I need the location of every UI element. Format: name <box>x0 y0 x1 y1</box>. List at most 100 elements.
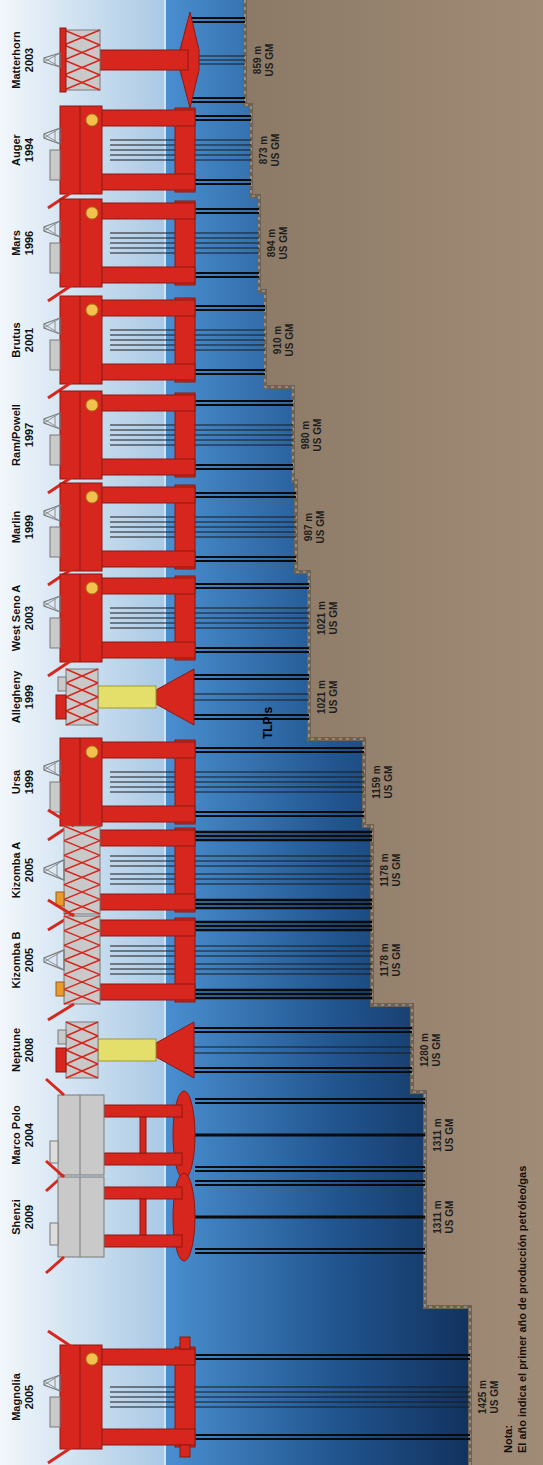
platform-name: Allegheny <box>10 671 22 724</box>
tendon <box>195 183 251 185</box>
tendon <box>195 1252 425 1254</box>
flare-boom <box>48 1004 74 1020</box>
derrick-brace <box>55 599 56 609</box>
column <box>100 110 195 126</box>
tendon <box>195 1354 470 1356</box>
tendon <box>194 1027 412 1029</box>
water-depth: 1280 m <box>419 1033 430 1067</box>
riser <box>110 861 372 862</box>
platform-name: Ursa <box>10 770 22 794</box>
derrick-brace <box>55 763 56 773</box>
derrick-brace <box>44 760 60 770</box>
deck-module <box>58 677 66 691</box>
truss <box>66 1064 98 1078</box>
tendon <box>190 97 245 99</box>
truss <box>64 30 100 45</box>
deck-module <box>50 782 60 812</box>
column <box>104 1105 182 1117</box>
tendon <box>195 305 265 307</box>
column <box>100 395 195 411</box>
column <box>100 830 195 846</box>
truss <box>64 960 100 975</box>
truss <box>66 1036 98 1050</box>
deck-module <box>64 30 100 90</box>
truss <box>64 855 100 870</box>
lifeboat <box>86 114 98 126</box>
depth-region: US GM <box>444 1119 455 1152</box>
riser <box>110 430 293 431</box>
riser <box>110 956 372 957</box>
truss <box>66 669 98 683</box>
depth-region: US GM <box>391 854 402 887</box>
production-year: 1999 <box>23 770 35 794</box>
riser <box>110 782 364 783</box>
riser <box>110 792 364 793</box>
truss <box>66 683 98 697</box>
yellow-column <box>98 686 156 708</box>
water-depth: 1021 m <box>316 601 327 635</box>
water-depth: 1178 m <box>379 943 390 976</box>
pontoon-extension <box>180 1337 190 1349</box>
water-depth: 1311 m <box>432 1118 443 1151</box>
tendon <box>195 560 296 562</box>
tendon <box>195 468 293 470</box>
riser <box>110 527 296 528</box>
production-year: 2009 <box>23 1205 35 1229</box>
diagram-title: TLP's <box>262 707 275 739</box>
truss <box>64 916 100 931</box>
tendon <box>190 101 245 103</box>
deck-module <box>56 892 64 906</box>
water-depth: 1425 m <box>477 1380 488 1414</box>
production-year: 1996 <box>23 231 35 255</box>
derrick-brace <box>44 505 60 515</box>
riser <box>110 874 372 875</box>
derrick-brace <box>57 864 58 876</box>
tendon <box>195 1438 470 1440</box>
column <box>100 578 195 594</box>
deck-module <box>56 982 64 996</box>
production-year: 1994 <box>23 138 35 162</box>
deck-level <box>80 1177 81 1257</box>
platform-name: Kizomba A <box>10 842 22 898</box>
flare-boom <box>48 810 74 826</box>
deck <box>60 738 102 826</box>
seabed-texture <box>245 0 470 1465</box>
deck-module <box>66 669 98 725</box>
water-depth: 980 m <box>300 421 311 449</box>
platform <box>46 1161 425 1273</box>
platform <box>44 900 372 1020</box>
truss <box>64 931 100 946</box>
lifeboat <box>86 491 98 503</box>
deck <box>58 1095 104 1175</box>
tendon <box>195 1358 470 1360</box>
platform <box>56 1022 412 1078</box>
deck-module <box>50 1397 60 1427</box>
riser <box>110 1397 470 1398</box>
truss <box>64 60 100 75</box>
deck-level <box>80 574 81 662</box>
tendon <box>195 404 293 406</box>
column <box>104 1153 182 1165</box>
deck-module <box>64 826 100 914</box>
depth-region: US GM <box>315 511 326 544</box>
tendon <box>195 272 259 274</box>
tendon <box>195 1434 470 1436</box>
truss <box>64 30 100 45</box>
truss <box>64 989 100 1004</box>
truss <box>66 1022 98 1036</box>
truss <box>64 975 100 990</box>
lifeboat <box>86 582 98 594</box>
platform-name: Marco Polo <box>10 1105 22 1164</box>
water-depth: 859 m <box>252 46 263 74</box>
riser <box>110 435 293 436</box>
tendon <box>195 651 309 653</box>
truss <box>64 75 100 90</box>
deck-module <box>56 1048 66 1072</box>
depth-region: US GM <box>328 602 339 635</box>
depth-region: US GM <box>328 681 339 714</box>
brace <box>140 1199 146 1235</box>
riser <box>110 1392 470 1393</box>
deck-level <box>80 391 81 479</box>
tendon <box>195 496 296 498</box>
riser <box>110 618 309 619</box>
